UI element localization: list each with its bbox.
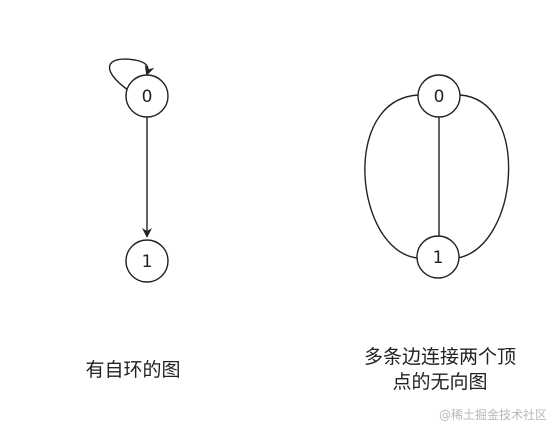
right-node-0-label: 0 bbox=[434, 87, 445, 107]
right-caption-line-1: 多条边连接两个顶 bbox=[363, 346, 516, 368]
left-node-1-label: 1 bbox=[142, 252, 153, 272]
left-node-0: 0 bbox=[125, 74, 169, 118]
left-graph-caption: 有自环的图 bbox=[85, 359, 181, 381]
watermark: @稀土掘金技术社区 bbox=[438, 408, 547, 422]
self-loop-edge bbox=[108, 58, 155, 91]
left-node-0-label: 0 bbox=[142, 87, 153, 107]
multi-edge-right bbox=[457, 94, 510, 259]
right-node-1-label: 1 bbox=[433, 248, 444, 268]
right-graph-caption: 多条边连接两个顶 点的无向图 bbox=[345, 345, 535, 395]
right-caption-line-2: 点的无向图 bbox=[392, 371, 488, 393]
left-graph: 0 1 bbox=[108, 58, 169, 283]
right-node-1: 1 bbox=[416, 235, 460, 279]
right-graph: 0 1 bbox=[364, 74, 510, 279]
multi-edge-left bbox=[364, 94, 419, 259]
right-node-0: 0 bbox=[417, 74, 461, 118]
left-node-1: 1 bbox=[125, 239, 169, 283]
